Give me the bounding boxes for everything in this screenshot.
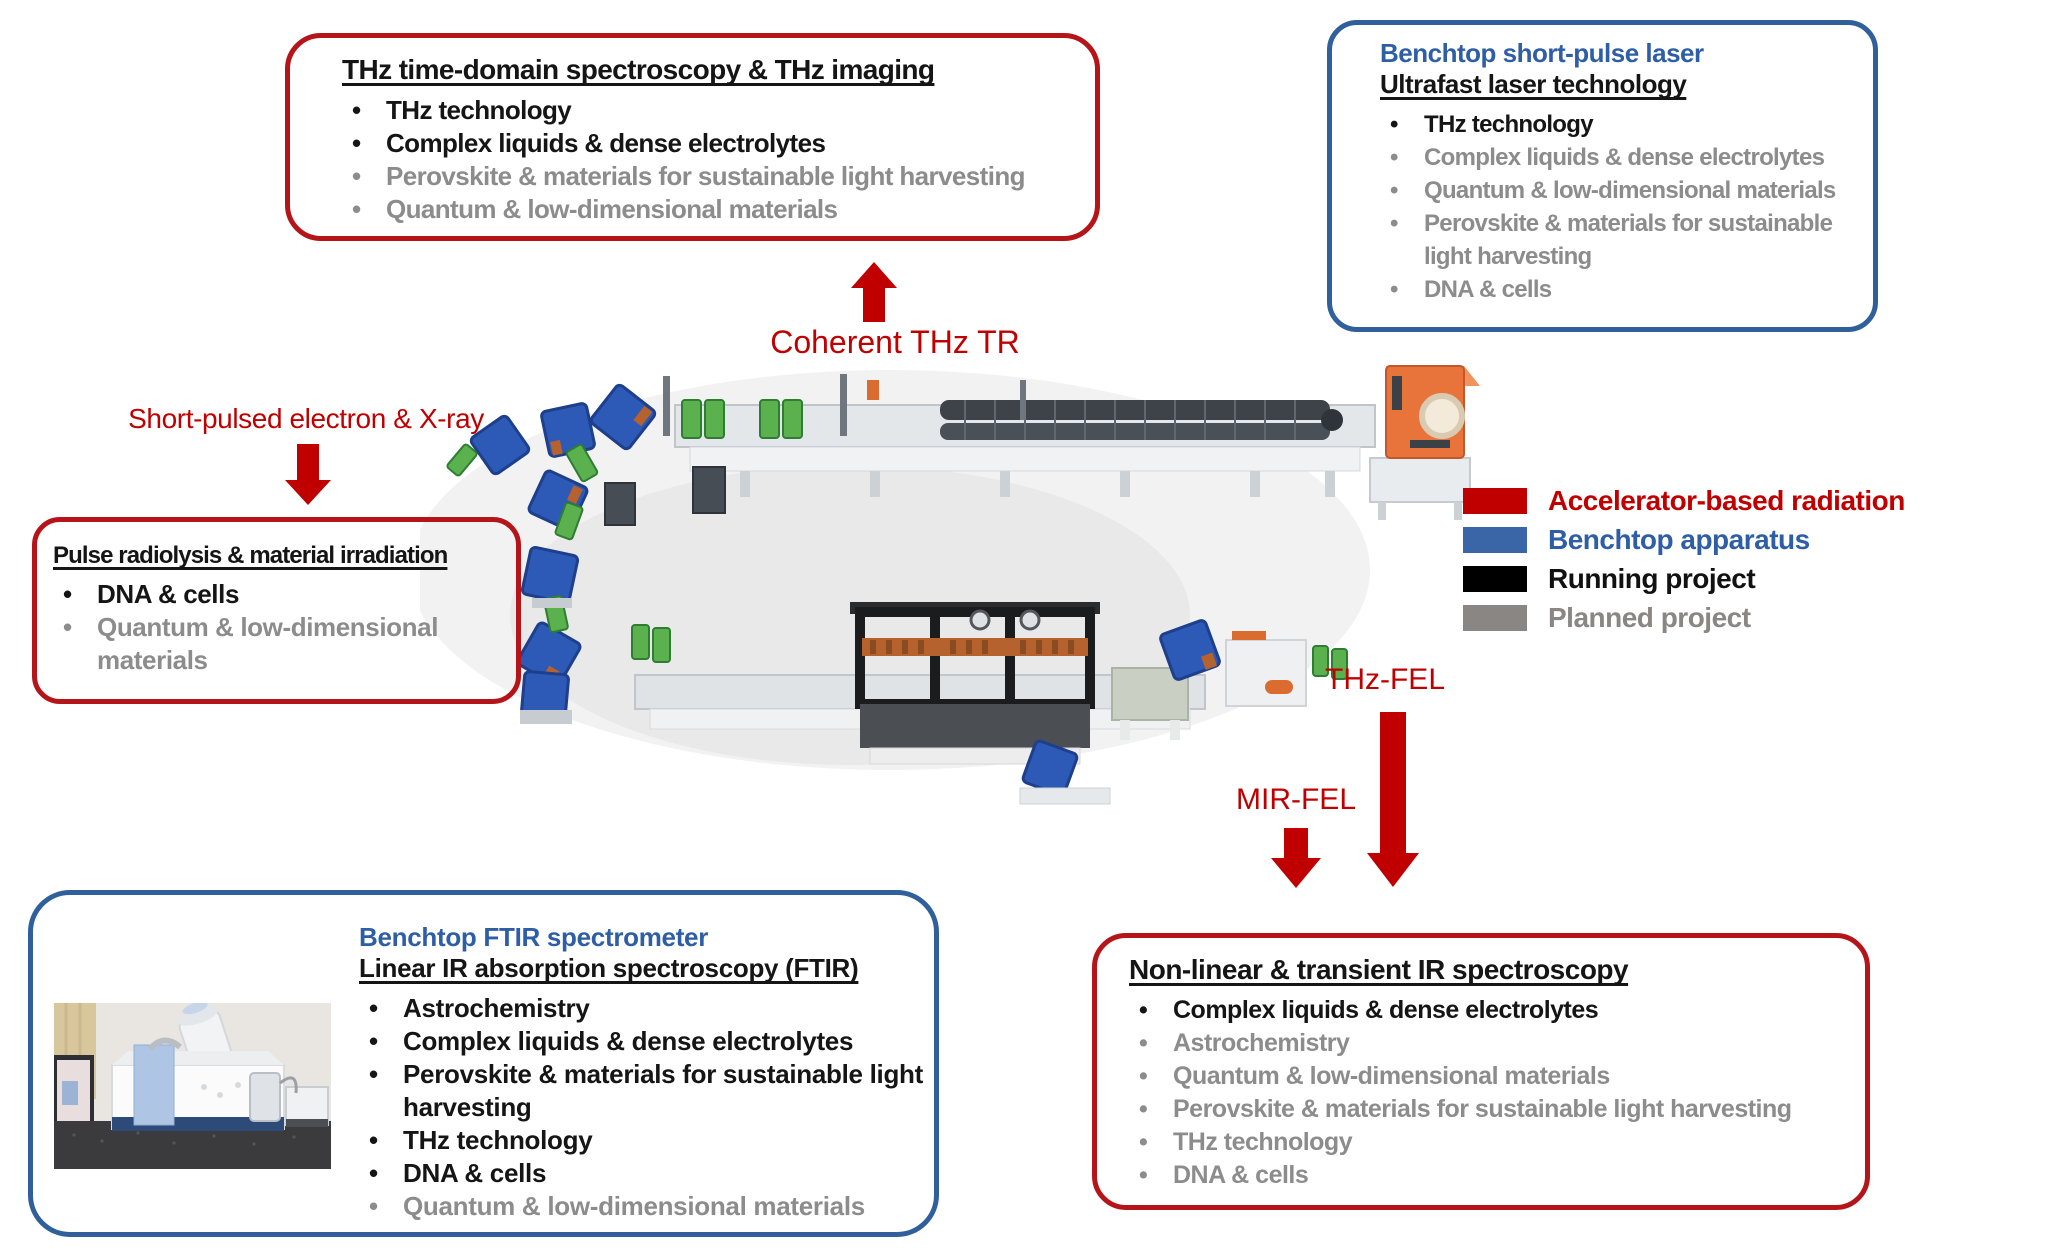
list-item: DNA & cells — [1380, 273, 1865, 306]
list-item: Quantum & low-dimensional materials — [1380, 174, 1865, 207]
legend-label: Benchtop apparatus — [1548, 524, 1810, 555]
accelerator-3d-render — [420, 365, 1480, 805]
list-item: Complex liquids & dense electrolytes — [1129, 994, 1855, 1027]
legend-swatch-red — [1463, 488, 1527, 514]
list-item: Astrochemistry — [1129, 1027, 1855, 1060]
list-item: Quantum & low-dimensional materials — [359, 1190, 925, 1223]
list-item: Complex liquids & dense electrolytes — [342, 127, 1085, 160]
list-item: Astrochemistry — [359, 992, 925, 1025]
legend-row: Benchtop apparatus — [1463, 524, 1905, 555]
list-item: Complex liquids & dense electrolytes — [1380, 141, 1865, 174]
list-item: Quantum & low-dimensional materials — [1129, 1060, 1855, 1093]
box-thz-tds: THz time-domain spectroscopy & THz imagi… — [285, 33, 1100, 241]
mir-fel-label: MIR-FEL — [1236, 783, 1356, 816]
list-item: Perovskite & materials for sustainable l… — [1129, 1093, 1855, 1126]
box-benchtop-laser-subtitle: Ultrafast laser technology — [1380, 69, 1687, 99]
short-pulsed-label: Short-pulsed electron & X-ray — [128, 403, 484, 434]
box-pulse-radiolysis-title: Pulse radiolysis & material irradiation — [53, 542, 448, 569]
linac-tubes — [940, 400, 1343, 440]
legend-swatch-black — [1463, 566, 1527, 592]
box-benchtop-laser: Benchtop short-pulse laser Ultrafast las… — [1327, 20, 1878, 332]
list-item: THz technology — [1380, 108, 1865, 141]
list-item: Quantum & low-dimensional materials — [53, 611, 506, 677]
box-pulse-radiolysis: Pulse radiolysis & material irradiation … — [32, 517, 521, 704]
list-item: Complex liquids & dense electrolytes — [359, 1025, 925, 1058]
box-benchtop-ftir-title: Benchtop FTIR spectrometer — [359, 922, 709, 952]
down-arrow-icon — [285, 444, 331, 505]
top-beamline — [604, 365, 1480, 526]
box-nonlinear-ir: Non-linear & transient IR spectroscopy C… — [1092, 933, 1870, 1210]
electron-gun — [1369, 365, 1480, 520]
list-item: Perovskite & materials for sustainable l… — [342, 160, 1085, 193]
box-nonlinear-ir-title: Non-linear & transient IR spectroscopy — [1129, 954, 1629, 985]
box-benchtop-laser-items: THz technology Complex liquids & dense e… — [1380, 108, 1865, 306]
thz-fel-label: THz-FEL — [1325, 663, 1445, 696]
list-item: THz technology — [342, 94, 1085, 127]
list-item: THz technology — [359, 1124, 925, 1157]
box-benchtop-ftir-subtitle: Linear IR absorption spectroscopy (FTIR) — [359, 953, 859, 983]
box-benchtop-ftir: Benchtop FTIR spectrometer Linear IR abs… — [28, 890, 939, 1237]
legend-swatch-gray — [1463, 605, 1527, 631]
up-arrow-icon — [851, 262, 897, 322]
legend-label: Planned project — [1548, 602, 1751, 633]
list-item: DNA & cells — [1129, 1159, 1855, 1192]
legend-row: Running project — [1463, 563, 1905, 594]
down-arrow-icon — [1367, 712, 1419, 887]
list-item: Quantum & low-dimensional materials — [342, 193, 1085, 226]
legend-label: Accelerator-based radiation — [1548, 485, 1905, 516]
bottom-beamline — [634, 602, 1348, 805]
legend-label: Running project — [1548, 563, 1756, 594]
undulator — [850, 602, 1100, 765]
box-nonlinear-ir-items: Complex liquids & dense electrolytes Ast… — [1129, 994, 1855, 1192]
dipole-arc — [446, 383, 671, 724]
list-item: THz technology — [1129, 1126, 1855, 1159]
ftir-spectrometer-photo — [54, 1003, 331, 1169]
legend-row: Planned project — [1463, 602, 1905, 633]
list-item: Perovskite & materials for sustainable l… — [1380, 207, 1865, 273]
coherent-thz-label: Coherent THz TR — [770, 324, 1020, 360]
box-pulse-radiolysis-items: DNA & cells Quantum & low-dimensional ma… — [53, 578, 506, 677]
box-thz-tds-items: THz technology Complex liquids & dense e… — [342, 94, 1085, 226]
box-thz-tds-title: THz time-domain spectroscopy & THz imagi… — [342, 54, 935, 85]
list-item: DNA & cells — [53, 578, 506, 611]
box-benchtop-ftir-items: Astrochemistry Complex liquids & dense e… — [359, 992, 925, 1223]
down-arrow-icon — [1271, 828, 1321, 888]
list-item: Perovskite & materials for sustainable l… — [359, 1058, 925, 1124]
legend: Accelerator-based radiation Benchtop app… — [1463, 485, 1905, 644]
quadrupole-magnets — [681, 399, 803, 439]
box-benchtop-laser-title: Benchtop short-pulse laser — [1380, 38, 1704, 68]
legend-row: Accelerator-based radiation — [1463, 485, 1905, 516]
legend-swatch-blue — [1463, 527, 1527, 553]
list-item: DNA & cells — [359, 1157, 925, 1190]
